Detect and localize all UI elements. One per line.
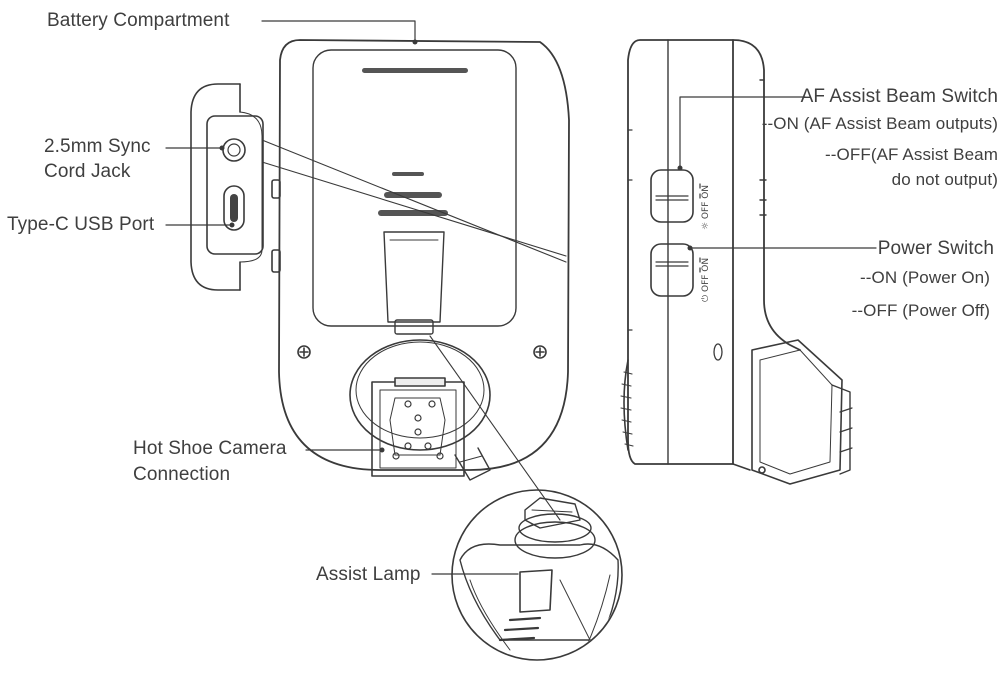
label-af-title: AF Assist Beam Switch <box>800 86 998 107</box>
sync-jack <box>222 138 246 162</box>
front-body-outline <box>278 39 570 471</box>
battery-door <box>312 49 517 327</box>
label-battery-compartment: Battery Compartment <box>47 10 230 31</box>
label-af-off-line1: --OFF(AF Assist Beam <box>825 145 998 164</box>
power-switch-marks: ⏻ OFF ON <box>701 257 711 302</box>
assist-lamp-zoom <box>429 335 623 661</box>
label-usb-port: Type-C USB Port <box>7 214 155 235</box>
side-view <box>620 39 853 485</box>
screw-left <box>297 345 311 359</box>
label-sync-line1: 2.5mm Sync <box>44 136 151 157</box>
label-assist-lamp: Assist Lamp <box>316 564 421 585</box>
af-switch-marks: ☼ OFF ON <box>701 184 711 230</box>
label-power-off: --OFF (Power Off) <box>851 301 990 320</box>
power-switch <box>650 243 694 297</box>
front-view <box>271 39 570 481</box>
usb-c-port <box>223 185 245 231</box>
port-detail <box>190 83 567 291</box>
battery-door-slot <box>362 68 468 73</box>
lock-ring <box>349 339 491 451</box>
leader-lines <box>165 20 877 575</box>
side-foot <box>751 339 843 485</box>
zoom-lamp <box>519 569 553 613</box>
side-body-outline <box>627 39 734 465</box>
port-panel <box>206 115 264 255</box>
label-hotshoe-line2: Connection <box>133 464 231 485</box>
label-hotshoe-line1: Hot Shoe Camera <box>133 438 287 459</box>
leader-battery <box>261 20 416 41</box>
port-detail-outline <box>190 83 241 291</box>
screw-right <box>533 345 547 359</box>
vent-2 <box>384 192 442 198</box>
lamp-window <box>383 231 445 323</box>
label-af-on: --ON (AF Assist Beam outputs) <box>761 114 998 133</box>
af-assist-switch <box>650 169 694 223</box>
label-power-title: Power Switch <box>877 238 994 259</box>
label-sync-line2: Cord Jack <box>44 161 131 182</box>
label-power-on: --ON (Power On) <box>860 268 990 287</box>
vent-1 <box>392 172 424 176</box>
assist-lamp <box>394 319 434 335</box>
leader-af <box>679 96 806 167</box>
zoom-circle <box>451 489 623 661</box>
label-af-off-line2: do not output) <box>891 170 998 189</box>
